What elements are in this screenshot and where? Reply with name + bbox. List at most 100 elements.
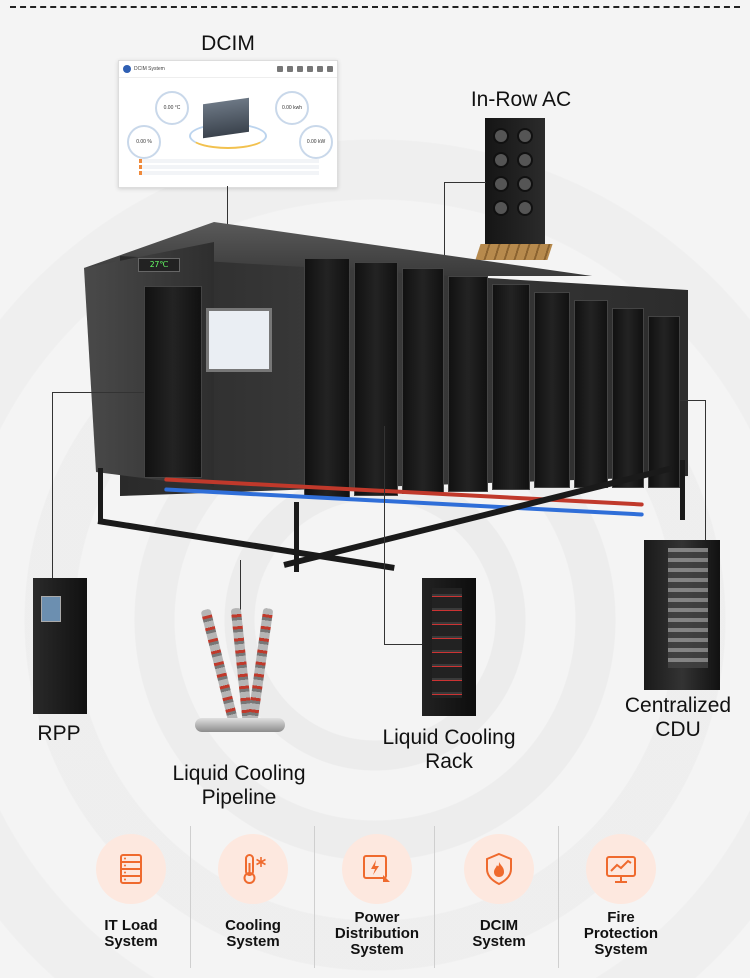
- feature-cooling: Cooling System: [194, 826, 314, 976]
- fan-icon: [493, 176, 509, 192]
- rack-door: [648, 316, 680, 488]
- feature-divider: [434, 826, 435, 968]
- feature-icon-bg: [342, 834, 412, 904]
- feature-label: Power Distribution System: [318, 910, 436, 958]
- dcim-alarm-table: [139, 159, 319, 181]
- feature-label-line: DCIM: [479, 917, 519, 934]
- feature-label-line: Distribution: [334, 925, 420, 942]
- feature-label-line: IT Load: [104, 917, 158, 934]
- table-row: [139, 171, 319, 175]
- micro-data-center-container: 27℃: [84, 222, 690, 582]
- top-dashed-divider: [10, 6, 740, 8]
- feature-label-line: Power: [354, 909, 400, 926]
- pipeline-leader-line: [240, 560, 241, 610]
- dcim-logo-icon: [123, 65, 131, 73]
- rack-door: [144, 286, 202, 478]
- thermometer-snowflake-icon: [243, 854, 266, 884]
- feature-label-line: System: [350, 941, 404, 958]
- pipeline-callout-label: Liquid Cooling Pipeline: [158, 762, 320, 810]
- feature-label: Fire Protection System: [562, 910, 680, 958]
- feature-label-line: Cooling: [225, 917, 281, 934]
- feature-divider: [190, 826, 191, 968]
- liquid-cooling-rack-image: [422, 578, 476, 716]
- fan-icon: [517, 200, 533, 216]
- rack-servers: [432, 588, 462, 698]
- cdu-label-line1: Centralized: [624, 694, 732, 717]
- energy-gauge: 0.00 kwh: [275, 91, 309, 125]
- rpp-leader-v: [52, 392, 53, 578]
- cdu-label-line2: CDU: [655, 718, 701, 741]
- rack-label-line2: Rack: [425, 750, 473, 773]
- led-status-display: 27℃: [138, 258, 180, 272]
- gear-icon: [327, 66, 333, 72]
- rack-door: [448, 276, 488, 492]
- feature-label-line: System: [472, 933, 526, 950]
- feature-label: Cooling System: [194, 918, 312, 950]
- feature-divider: [314, 826, 315, 968]
- humidity-gauge: 0.00 %: [127, 125, 161, 159]
- dcim-touch-screen: [206, 308, 272, 372]
- feature-label-line: Fire: [607, 909, 635, 926]
- pipeline-label-line2: Pipeline: [201, 786, 277, 809]
- temperature-gauge: 0.00 °C: [155, 91, 189, 125]
- feature-divider: [558, 826, 559, 968]
- rpp-leader-h: [52, 392, 144, 393]
- power-gauge: 0.00 kW: [299, 125, 333, 159]
- server-rack-icon: [120, 854, 142, 884]
- feature-icon-bg: [464, 834, 534, 904]
- cdu-leader-v: [705, 400, 706, 540]
- grid-icon: [287, 66, 293, 72]
- fan-icon: [517, 152, 533, 168]
- pipeline-manifold: [195, 718, 285, 732]
- power-distribution-icon: [363, 855, 390, 882]
- feature-strip: IT Load System Cooling System: [72, 826, 692, 978]
- cdu-callout-label: Centralized CDU: [610, 694, 746, 742]
- in-row-ac-unit: [485, 118, 545, 252]
- rack-door: [574, 300, 608, 488]
- rack-label-line1: Liquid Cooling: [382, 726, 516, 749]
- rack-leader-v: [384, 426, 385, 644]
- dcim-screenshot: DCIM System 0.00 °C 0.00 % 0.00 kwh 0.00…: [118, 60, 338, 188]
- feature-label: IT Load System: [72, 918, 190, 950]
- base-frame-leg: [680, 460, 685, 520]
- bell-icon: [297, 66, 303, 72]
- centralized-cdu-image: [644, 540, 720, 690]
- pipeline-label-line1: Liquid Cooling: [172, 762, 306, 785]
- feature-label-line: System: [594, 941, 648, 958]
- dcim-app-name: DCIM System: [134, 66, 165, 72]
- fan-icon: [517, 128, 533, 144]
- fan-icon: [517, 176, 533, 192]
- feature-label-line: System: [104, 933, 158, 950]
- feature-power-distribution: Power Distribution System: [318, 826, 438, 976]
- rack-leader-h: [384, 644, 422, 645]
- feature-label: DCIM System: [440, 918, 558, 950]
- cdu-leader-h: [680, 400, 706, 401]
- fan-icon: [493, 200, 509, 216]
- refresh-icon: [307, 66, 313, 72]
- fan-icon: [493, 128, 509, 144]
- shield-flame-icon: [486, 852, 512, 886]
- rack-callout-label: Liquid Cooling Rack: [366, 726, 532, 774]
- feature-icon-bg: [218, 834, 288, 904]
- rack-door: [492, 284, 530, 490]
- cdu-internals: [668, 548, 708, 668]
- rack-door: [304, 258, 350, 498]
- base-frame-leg: [98, 468, 103, 524]
- table-row: [139, 165, 319, 169]
- dcim-topbar: DCIM System: [119, 61, 337, 78]
- dcim-container-model: [203, 97, 249, 139]
- fan-icon: [493, 152, 509, 168]
- rack-door: [402, 268, 444, 494]
- feature-icon-bg: [586, 834, 656, 904]
- table-row: [139, 159, 319, 163]
- rpp-control-panel: [41, 596, 61, 622]
- rack-door: [534, 292, 570, 488]
- rack-door: [612, 308, 644, 488]
- in-row-ac-leader-h: [444, 182, 486, 183]
- feature-label-line: System: [226, 933, 280, 950]
- feature-dcim: DCIM System: [440, 826, 560, 976]
- feature-it-load: IT Load System: [72, 826, 192, 976]
- rack-door: [354, 262, 398, 496]
- feature-icon-bg: [96, 834, 166, 904]
- feature-label-line: Protection: [583, 925, 659, 942]
